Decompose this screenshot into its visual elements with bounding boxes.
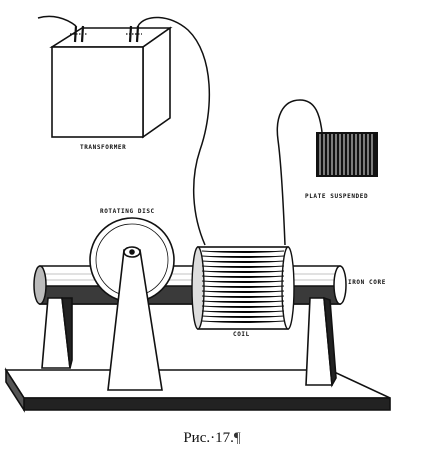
base-platform: [4, 367, 391, 413]
coil: [191, 246, 295, 330]
wires: [37, 15, 323, 246]
label-iron-core: IRON CORE: [348, 279, 386, 286]
pilcrow-mark: ¶: [233, 430, 241, 446]
figure-caption: Рис.·17.¶: [0, 430, 424, 447]
suspended-plate: [316, 132, 378, 177]
core-right-end: [333, 265, 347, 305]
label-coil: COIL: [233, 331, 250, 338]
wire-to-coil: [137, 16, 211, 246]
transformer-front: [51, 46, 144, 138]
apparatus-diagram: TRANSFORMER PLATE SUSPENDED ROTATING DIS…: [4, 15, 391, 413]
plate: [316, 132, 378, 177]
caption-text: Рис.·17.: [183, 430, 234, 446]
supports: [41, 246, 337, 391]
label-transformer: TRANSFORMER: [80, 144, 126, 151]
transformer-side: [142, 26, 171, 139]
wire-left: [37, 15, 77, 27]
core-left-end: [33, 265, 47, 305]
base-edge: [23, 397, 391, 411]
core-shadow: [39, 285, 341, 305]
wire-to-plate: [276, 99, 323, 246]
transformer: [49, 25, 173, 139]
label-plate-suspended: PLATE SUSPENDED: [305, 193, 368, 200]
label-rotating-disc: ROTATING DISC: [100, 208, 155, 215]
iron-core: [33, 265, 347, 305]
